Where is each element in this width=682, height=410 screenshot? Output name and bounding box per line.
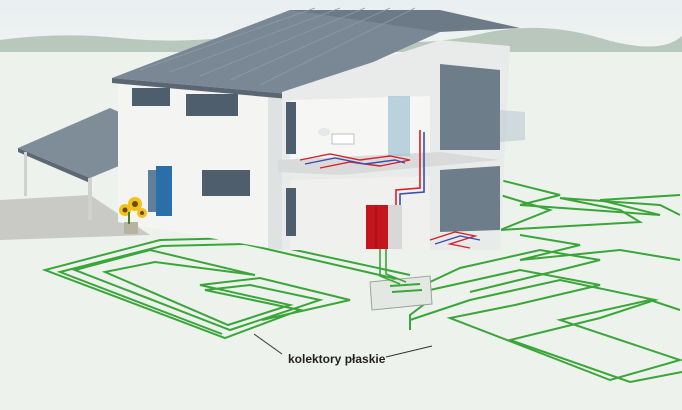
floor-heating-upper [299,153,411,169]
roof [112,7,520,100]
caption-label: kolektory płaskie [288,352,386,366]
riser-pipes [379,130,425,285]
sunflowers [119,197,147,234]
caption-leader-lines [253,333,433,358]
heat-pump [366,205,402,249]
house-left-wing [118,78,282,250]
floor-heating-lower [429,231,481,249]
driveway [0,195,150,240]
manifold-pit [369,275,433,311]
ground-collector-left [41,236,411,340]
